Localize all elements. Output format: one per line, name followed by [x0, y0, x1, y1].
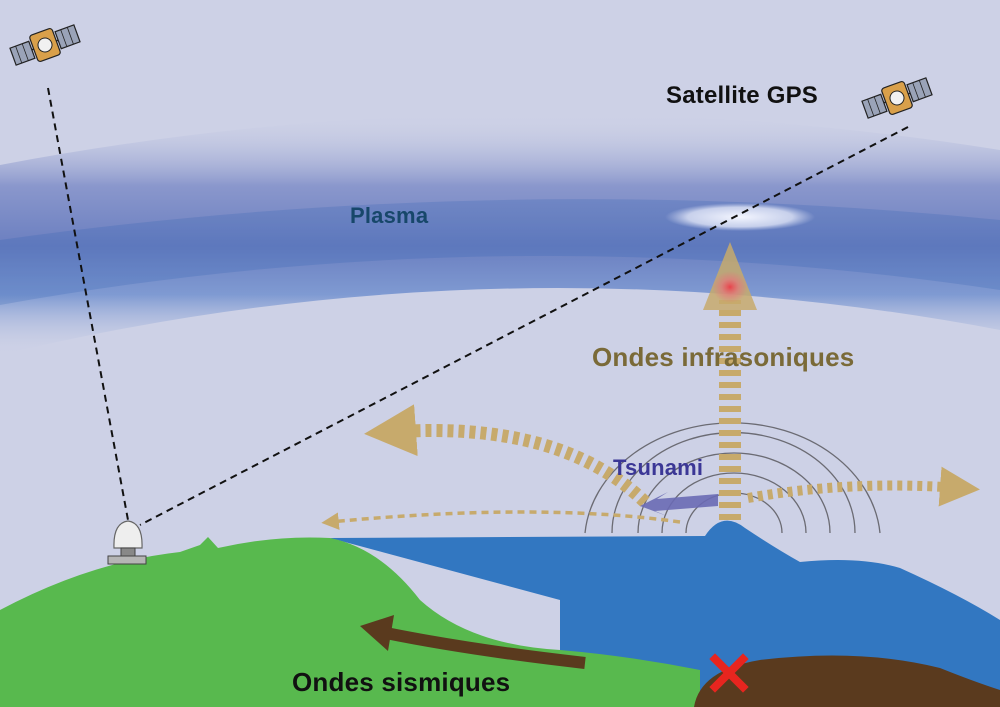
label-satellite-gps: Satellite GPS [666, 82, 818, 109]
gps-signal-line-right [139, 126, 909, 526]
seismic-arrow-shaft [384, 627, 586, 669]
label-tsunami: Tsunami [613, 455, 704, 480]
satellite-icon [9, 24, 81, 66]
infrasound-arrow-right [747, 466, 980, 507]
infrasound-arrow-left [364, 404, 650, 507]
label-seismic-waves: Ondes sismiques [292, 667, 511, 697]
label-infrasound: Ondes infrasoniques [592, 342, 855, 372]
gps-receiver-dome-icon [107, 520, 147, 565]
red-x-icon [709, 653, 749, 693]
label-plasma: Plasma [350, 203, 429, 228]
seismic-arrow-head [360, 615, 394, 651]
satellite-icon [861, 77, 933, 119]
land [0, 537, 700, 707]
seabed-crust [694, 655, 1000, 707]
ionosphere-disturbance-cloud [665, 203, 815, 231]
ionosphere-hotspot [712, 271, 748, 303]
gps-signal-line-left [47, 87, 129, 521]
surface-wave-arrow [321, 510, 681, 530]
tsunami-arrow [640, 492, 718, 516]
